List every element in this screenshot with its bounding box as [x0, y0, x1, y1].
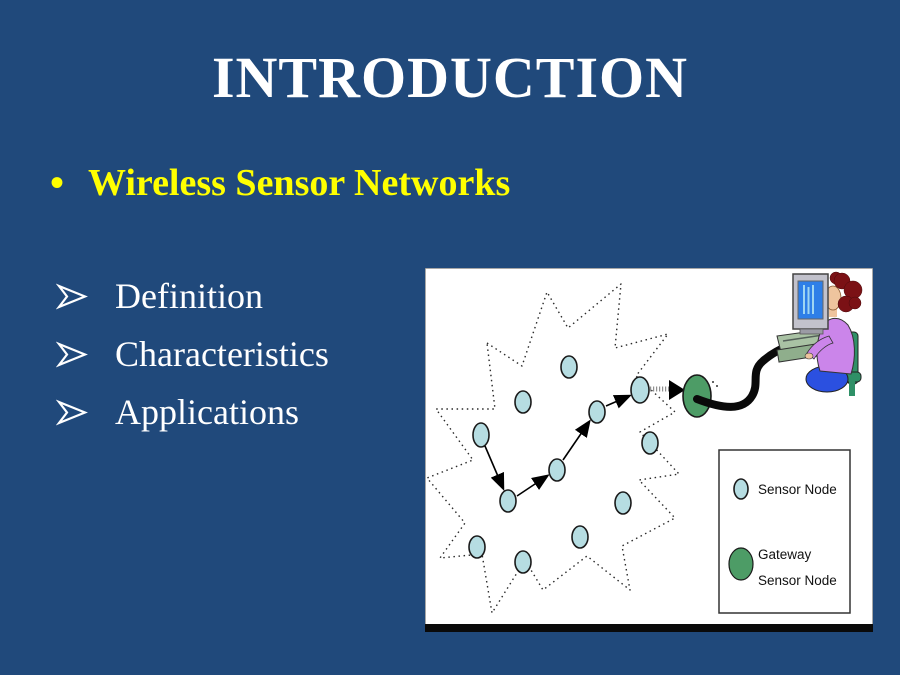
- legend-box: [718, 449, 851, 614]
- sensor-node: [472, 422, 490, 448]
- list-item: Characteristics: [56, 334, 329, 374]
- sensor-node: [514, 390, 532, 414]
- legend-sensor-label: Sensor Node: [758, 482, 837, 497]
- gateway-link-arrow: [650, 380, 718, 400]
- routing-arrows: [484, 394, 632, 497]
- chair-leg: [849, 380, 855, 396]
- monitor-base: [799, 328, 824, 335]
- person-hand: [804, 352, 814, 360]
- bullet-dot-icon: •: [50, 160, 65, 205]
- sensor-node: [514, 550, 532, 574]
- arrowhead-bullet-icon: [56, 399, 88, 425]
- sensor-node: [630, 376, 650, 404]
- computer-user-illustration: [776, 271, 863, 396]
- sub-bullet-label: Characteristics: [115, 334, 329, 374]
- person-arm: [806, 335, 834, 360]
- legend-gateway-label-line2: Sensor Node: [758, 573, 837, 588]
- wsn-diagram: Sensor Node Gateway Sensor Node: [425, 268, 873, 632]
- sensor-node: [548, 458, 566, 482]
- legend-sensor-node: [733, 478, 749, 500]
- arrowhead-bullet-icon: [56, 283, 88, 309]
- list-item: Applications: [56, 392, 329, 432]
- legend-gateway-label-line1: Gateway: [758, 547, 812, 562]
- slide-title: INTRODUCTION: [211, 45, 689, 110]
- main-bullet-label: Wireless Sensor Networks: [88, 162, 511, 204]
- sensor-nodes: [468, 355, 659, 574]
- data-cable: [693, 341, 794, 411]
- sensor-node: [641, 431, 659, 455]
- sensor-node: [560, 355, 578, 379]
- figure-bottom-border: [425, 624, 873, 632]
- person-neck: [829, 308, 837, 317]
- main-bullet: • Wireless Sensor Networks: [50, 161, 510, 205]
- monitor-screen: [797, 280, 824, 320]
- sub-bullet-list: Definition Characteristics Applications: [56, 276, 329, 450]
- arrowhead-bullet-icon: [56, 341, 88, 367]
- sub-bullet-label: Applications: [115, 392, 299, 432]
- list-item: Definition: [56, 276, 329, 316]
- sensor-node: [588, 400, 606, 424]
- sensor-node: [468, 535, 486, 559]
- sensor-node: [499, 489, 517, 513]
- sub-bullet-label: Definition: [115, 276, 263, 316]
- person-hair: [829, 271, 863, 313]
- sensor-node: [571, 525, 589, 549]
- sensor-node: [614, 491, 632, 515]
- wsn-figure: Sensor Node Gateway Sensor Node: [425, 268, 873, 632]
- legend: Sensor Node Gateway Sensor Node: [718, 449, 851, 614]
- sensor-field-boundary: [426, 283, 680, 614]
- legend-gateway-node: [728, 547, 754, 581]
